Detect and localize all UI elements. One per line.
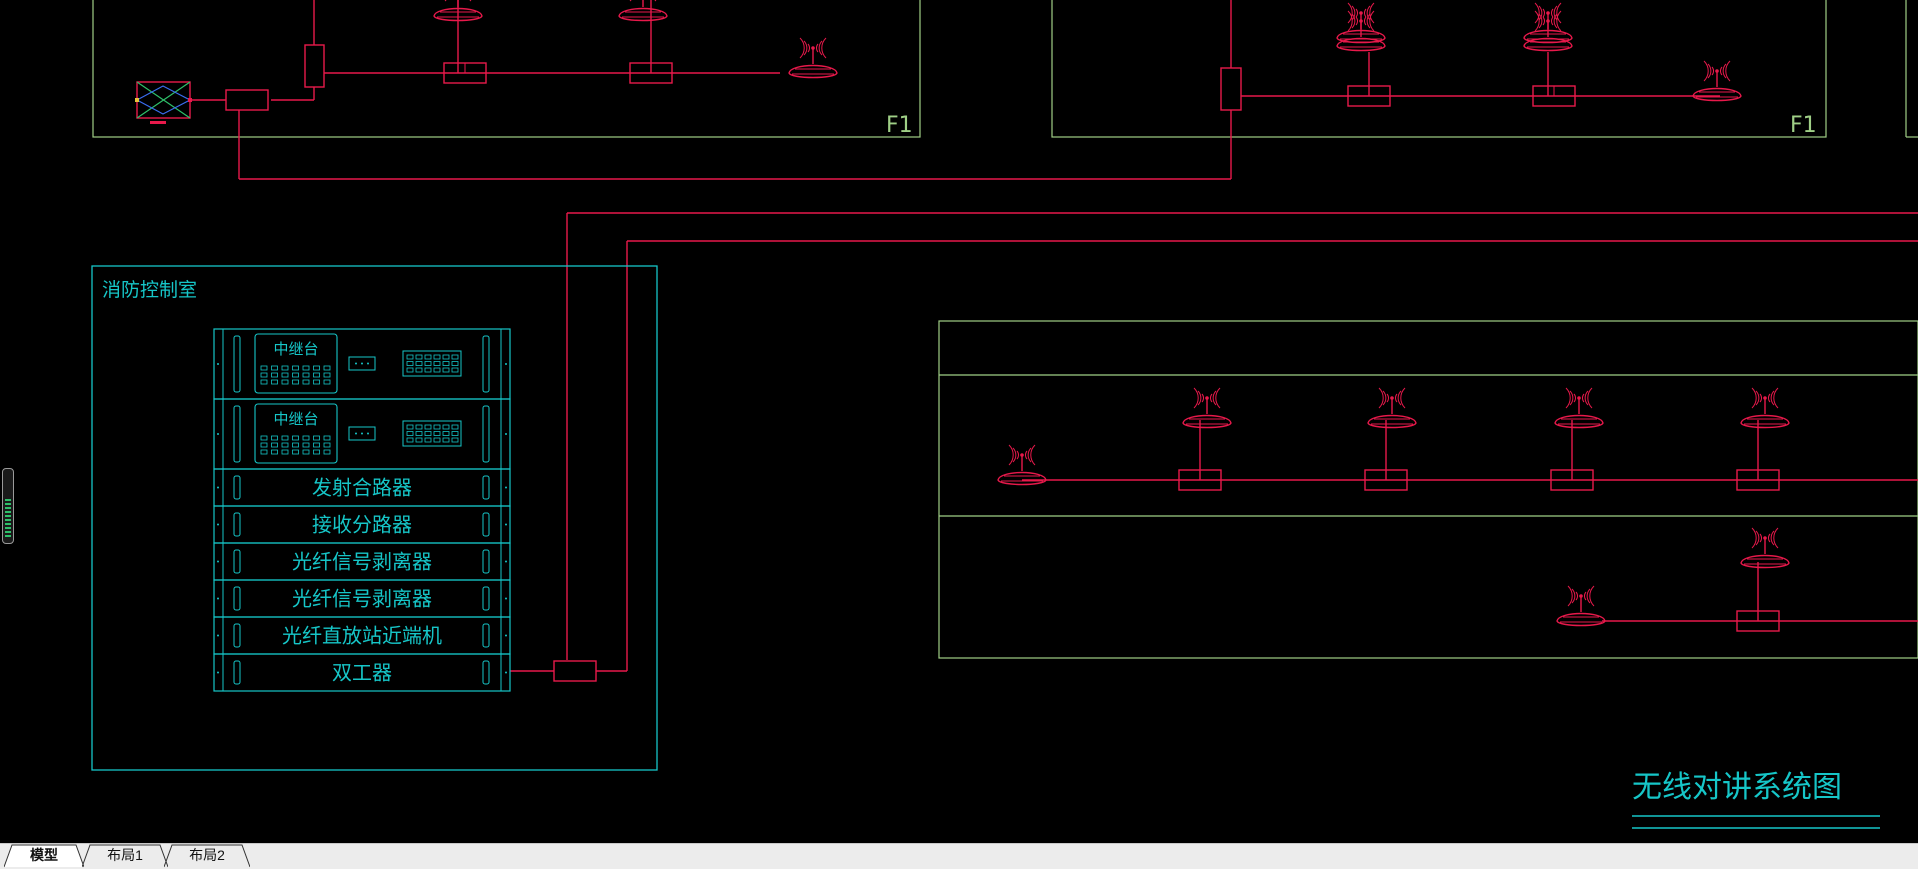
rack-label: 光纤信号剥离器 bbox=[292, 587, 432, 611]
tab-model[interactable]: 模型 bbox=[4, 844, 84, 868]
floor-frame bbox=[92, 0, 921, 138]
trunk-lines bbox=[510, 212, 1918, 682]
rack-label: 接收分路器 bbox=[312, 513, 412, 537]
tab-layout1[interactable]: 布局1 bbox=[82, 844, 168, 868]
floor-label: F1 bbox=[1790, 113, 1817, 138]
tab-label: 布局2 bbox=[189, 847, 225, 863]
rack-unit: 双工器 bbox=[213, 653, 511, 692]
repeater-unit: 中继台 bbox=[213, 328, 511, 400]
rack-unit: 接收分路器 bbox=[213, 505, 511, 544]
rack-label: 发射合路器 bbox=[312, 476, 412, 500]
rack-unit: 光纤信号剥离器 bbox=[213, 579, 511, 618]
rack-label: 双工器 bbox=[332, 661, 392, 685]
floor-label: F1 bbox=[886, 113, 913, 138]
rack-unit: 光纤直放站近端机 bbox=[213, 616, 511, 655]
scroll-handle[interactable] bbox=[2, 468, 14, 544]
drawing-canvas[interactable]: F1 F1 消防控制室 中继台中继台发射合路器接收分路器光纤信号剥离器光纤信号剥… bbox=[0, 0, 1918, 843]
cad-drawing: F1 F1 消防控制室 中继台中继台发射合路器接收分路器光纤信号剥离器光纤信号剥… bbox=[91, 0, 1918, 829]
layout-tab-bar: 模型 布局1 布局2 bbox=[0, 843, 1918, 869]
antenna-icon bbox=[788, 37, 838, 79]
drawing-title: 无线对讲系统图 bbox=[1632, 770, 1842, 805]
floor-branch-mid bbox=[1022, 420, 1918, 622]
rack-unit: 光纤信号剥离器 bbox=[213, 542, 511, 581]
rack-label: 中继台 bbox=[273, 410, 318, 428]
floor-branch-left bbox=[191, 0, 1231, 180]
floor-frame bbox=[1051, 0, 1827, 138]
tab-label: 布局1 bbox=[107, 847, 143, 863]
rack-label: 中继台 bbox=[273, 340, 318, 358]
repeater-unit: 中继台 bbox=[213, 398, 511, 470]
building-frame bbox=[938, 320, 1918, 659]
rack-label: 光纤信号剥离器 bbox=[292, 550, 432, 574]
rack-label: 光纤直放站近端机 bbox=[282, 624, 442, 648]
equipment-rack: 中继台中继台发射合路器接收分路器光纤信号剥离器光纤信号剥离器光纤直放站近端机双工… bbox=[213, 328, 511, 692]
floor-branch-right bbox=[1220, 0, 1720, 179]
rack-unit: 发射合路器 bbox=[213, 468, 511, 507]
repeater-remote-unit-icon bbox=[135, 81, 192, 124]
tab-label: 模型 bbox=[30, 847, 58, 863]
room-label: 消防控制室 bbox=[102, 279, 197, 301]
fire-control-room bbox=[91, 265, 658, 771]
tab-layout2[interactable]: 布局2 bbox=[164, 844, 250, 868]
